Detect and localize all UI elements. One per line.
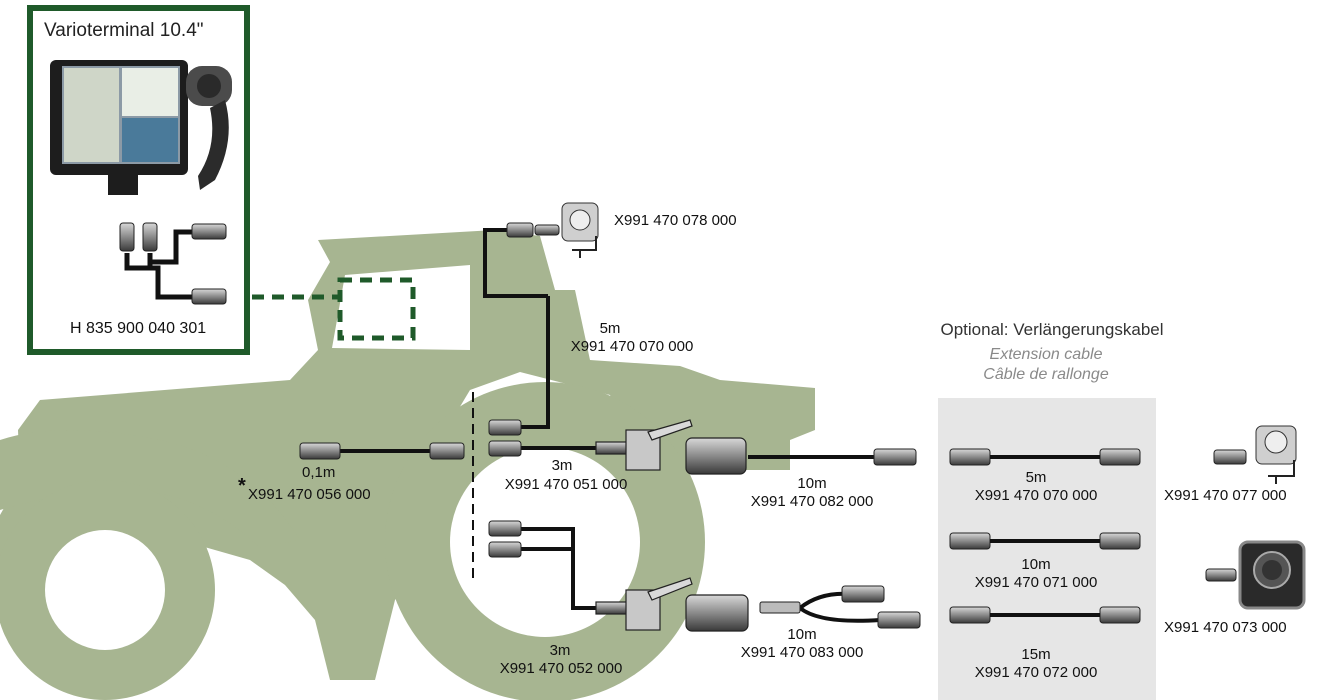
optional-item-partno: X991 470 070 000 — [975, 487, 1098, 504]
cable-056-marker: * — [238, 478, 246, 495]
optional-item-partno: X991 470 071 000 — [975, 574, 1098, 591]
optional-title: Optional: Verlängerungskabel — [940, 321, 1163, 338]
cable-051-length: 3m — [552, 457, 573, 474]
cable-056-length: 0,1m — [302, 464, 335, 481]
cable-051-partno: X991 470 051 000 — [505, 476, 628, 493]
terminal-title: Varioterminal 10.4" — [44, 22, 204, 39]
cable-070-partno: X991 470 070 000 — [571, 338, 694, 355]
optional-item-partno: X991 470 072 000 — [975, 664, 1098, 681]
adapter-partno: H 835 900 040 301 — [70, 320, 206, 337]
cable-083-length: 10m — [787, 626, 816, 643]
cable-082-partno: X991 470 082 000 — [751, 493, 874, 510]
optional-item-length: 15m — [1021, 646, 1050, 663]
camera-078-partno: X991 470 078 000 — [614, 212, 737, 229]
camera-icon — [1256, 426, 1296, 484]
cable-070-length: 5m — [600, 320, 621, 337]
cable-056-partno: X991 470 056 000 — [248, 486, 371, 503]
optional-item-length: 10m — [1021, 556, 1050, 573]
camera-073-partno: X991 470 073 000 — [1164, 619, 1287, 636]
camera-icon — [562, 203, 598, 258]
cable-082-length: 10m — [797, 475, 826, 492]
camera-077-partno: X991 470 077 000 — [1164, 487, 1287, 504]
cable-083-partno: X991 470 083 000 — [741, 644, 864, 661]
optional-item-length: 5m — [1026, 469, 1047, 486]
optional-subtitle-en: Extension cable — [990, 345, 1103, 365]
cable-052-partno: X991 470 052 000 — [500, 660, 623, 677]
rear-wheel-rim — [45, 530, 165, 650]
camera-icon — [1240, 542, 1304, 608]
optional-subtitle-fr: Câble de rallonge — [983, 365, 1108, 385]
cable-052-length: 3m — [550, 642, 571, 659]
